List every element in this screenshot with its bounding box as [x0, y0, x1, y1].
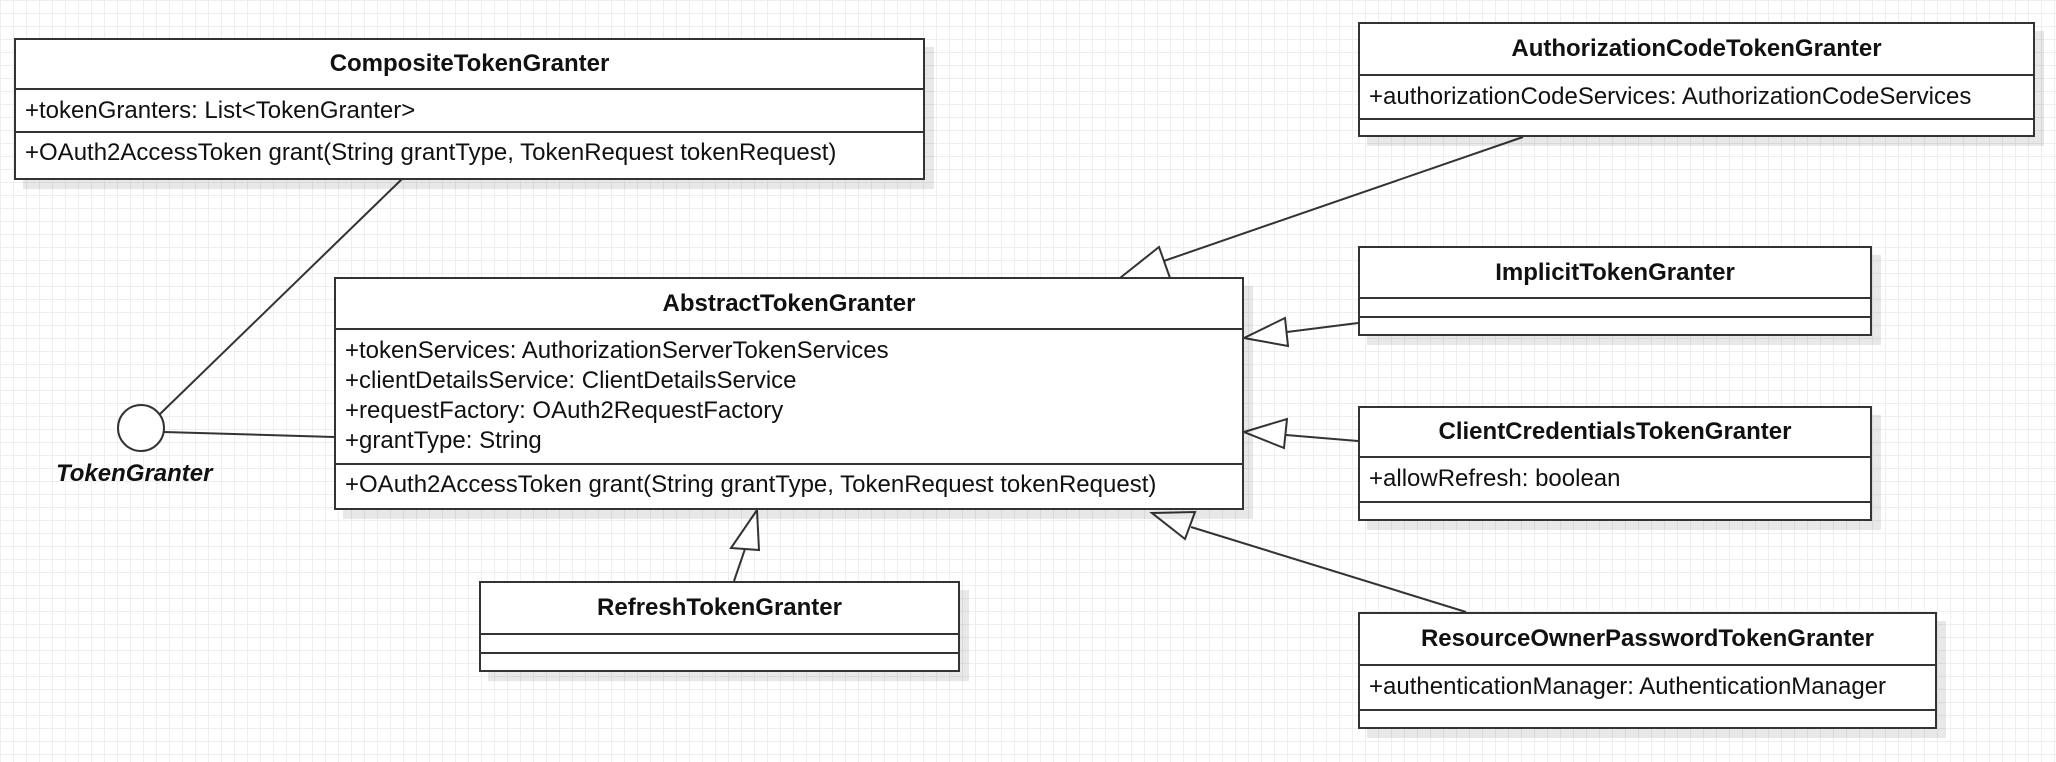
class-title: AuthorizationCodeTokenGranter [1360, 24, 2033, 76]
authcode-generalization-line [1157, 136, 1524, 264]
attribute: +grantType: String [345, 427, 542, 454]
class-title: ResourceOwnerPasswordTokenGranter [1360, 614, 1935, 666]
attributes-section: +authenticationManager: AuthenticationMa… [1360, 666, 1935, 711]
class-title: AbstractTokenGranter [336, 279, 1242, 330]
attributes-section [481, 635, 958, 654]
attributes-section: +tokenServices: AuthorizationServerToken… [336, 330, 1242, 465]
clientcred-generalization-line [1285, 434, 1359, 442]
attribute: +requestFactory: OAuth2RequestFactory [345, 397, 784, 424]
operations-section: +OAuth2AccessToken grant(String grantTyp… [336, 465, 1242, 504]
attributes-section: +allowRefresh: boolean [1360, 458, 1870, 503]
abstract-realization-line [163, 431, 335, 438]
attributes-section: +authorizationCodeServices: Authorizatio… [1360, 76, 2033, 120]
operation: +OAuth2AccessToken grant(String grantTyp… [345, 471, 1157, 498]
attribute: +authenticationManager: AuthenticationMa… [1369, 673, 1887, 700]
attributes-section [1360, 299, 1870, 318]
refresh-inheritance-arrowhead [729, 506, 761, 552]
class-authorization-code-token-granter[interactable]: AuthorizationCodeTokenGranter +authoriza… [1358, 22, 2035, 137]
class-title: CompositeTokenGranter [16, 40, 923, 90]
interface-label: TokenGranter [56, 460, 213, 487]
authcode-inheritance-arrowhead [1117, 245, 1172, 279]
class-client-credentials-token-granter[interactable]: ClientCredentialsTokenGranter +allowRefr… [1358, 406, 1872, 521]
interface-circle [117, 404, 165, 452]
class-title: RefreshTokenGranter [481, 583, 958, 635]
class-resource-owner-password-token-granter[interactable]: ResourceOwnerPasswordTokenGranter +authe… [1358, 612, 1937, 729]
attribute: +clientDetailsService: ClientDetailsServ… [345, 367, 797, 394]
operation: +OAuth2AccessToken grant(String grantTyp… [25, 139, 837, 166]
attribute: +tokenGranters: List<TokenGranter> [25, 97, 416, 124]
attributes-section: +tokenGranters: List<TokenGranter> [16, 90, 923, 133]
implicit-inheritance-arrowhead [1240, 316, 1290, 348]
class-implicit-token-granter[interactable]: ImplicitTokenGranter [1358, 246, 1872, 336]
operations-section [1360, 120, 2033, 128]
clientcred-inheritance-arrowhead [1240, 417, 1289, 450]
implicit-generalization-line [1286, 322, 1359, 333]
operations-section: +OAuth2AccessToken grant(String grantTyp… [16, 133, 923, 172]
password-inheritance-arrowhead [1149, 510, 1197, 541]
operations-section [1360, 711, 1935, 719]
attribute: +authorizationCodeServices: Authorizatio… [1369, 83, 1972, 110]
class-composite-token-granter[interactable]: CompositeTokenGranter +tokenGranters: Li… [14, 38, 925, 180]
composite-realization-line [159, 178, 403, 415]
class-abstract-token-granter[interactable]: AbstractTokenGranter +tokenServices: Aut… [334, 277, 1244, 510]
attribute: +tokenServices: AuthorizationServerToken… [345, 337, 889, 364]
operations-section [1360, 503, 1870, 511]
refresh-generalization-line [733, 548, 746, 582]
attribute: +allowRefresh: boolean [1369, 465, 1621, 492]
class-title: ImplicitTokenGranter [1360, 248, 1870, 299]
password-generalization-line [1190, 526, 1467, 613]
class-refresh-token-granter[interactable]: RefreshTokenGranter [479, 581, 960, 672]
class-title: ClientCredentialsTokenGranter [1360, 408, 1870, 458]
